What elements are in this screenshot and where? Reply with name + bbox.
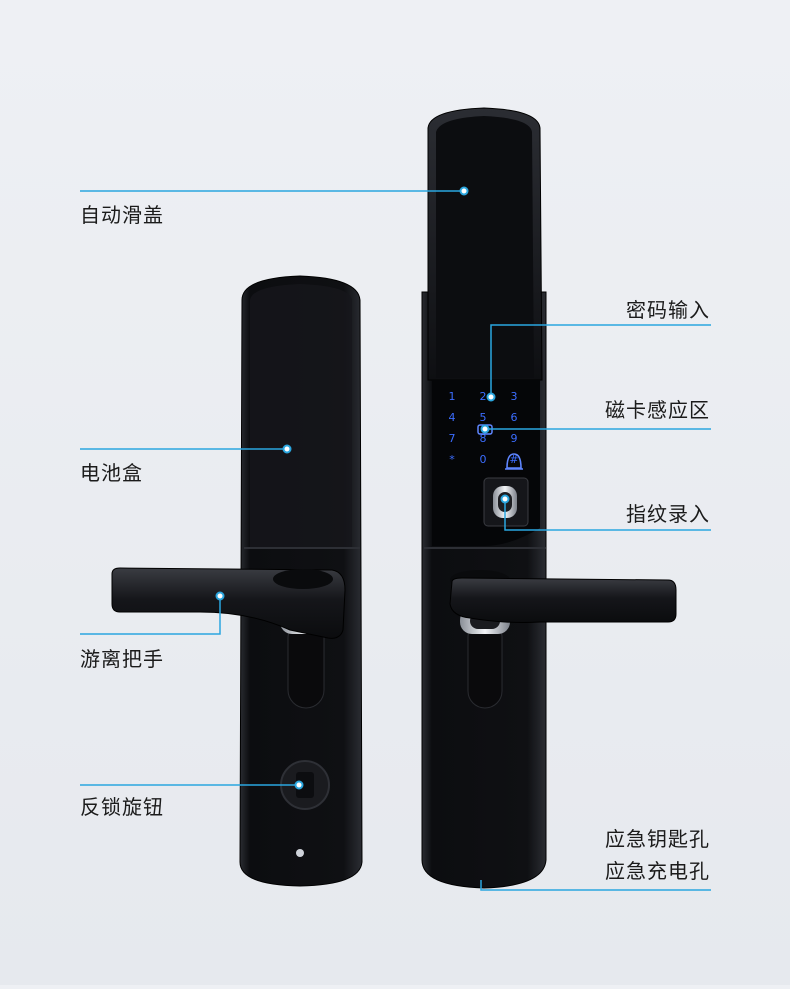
label-emergency-key-hole: 应急钥匙孔 [605,827,710,851]
keypad-key[interactable]: 8 [480,432,487,445]
keypad-key[interactable]: 2 [480,390,487,403]
label-battery-box: 电池盒 [80,461,143,485]
callout-lines [80,190,711,891]
callout-line-emergency [480,880,711,891]
keypad-key[interactable]: 6 [511,411,518,424]
auto-slide-cover[interactable] [427,107,543,381]
label-floating-handle: 游离把手 [80,647,164,671]
keypad-key[interactable]: 3 [511,390,518,403]
outer-lock-panel: 1 2 3 4 5 6 7 8 9 * 0 # [421,107,677,889]
keypad-key[interactable]: 4 [449,411,456,424]
keypad-key[interactable]: 0 [480,453,487,466]
bell-icon[interactable] [505,453,523,470]
inner-floating-handle[interactable] [111,567,346,639]
callout-dots [215,186,510,790]
outer-floating-handle[interactable] [449,570,677,623]
label-password-input: 密码输入 [626,298,710,322]
label-fingerprint-input: 指纹录入 [626,502,710,526]
label-auto-slide-cover: 自动滑盖 [80,203,164,227]
callout-line-fingerprint [504,499,711,531]
label-anti-lock-knob: 反锁旋钮 [80,795,164,819]
keypad-key[interactable]: 7 [449,432,456,445]
keypad-keys[interactable]: 1 2 3 4 5 6 7 8 9 * 0 # [449,390,519,466]
inner-lock-panel [111,275,363,887]
keypad-key[interactable]: * [449,453,455,466]
keypad-panel: 1 2 3 4 5 6 7 8 9 * 0 # [432,380,540,546]
inner-small-hole [296,849,304,857]
keypad-key[interactable]: 9 [511,432,518,445]
label-emergency-charge-hole: 应急充电孔 [605,859,710,883]
keypad-key[interactable]: 5 [480,411,487,424]
keypad-key[interactable]: 1 [449,390,456,403]
keypad-key[interactable]: # [509,453,518,466]
callout-line-password [490,324,711,397]
callout-line-handle [80,596,221,635]
label-card-sensing-area: 磁卡感应区 [605,398,710,422]
